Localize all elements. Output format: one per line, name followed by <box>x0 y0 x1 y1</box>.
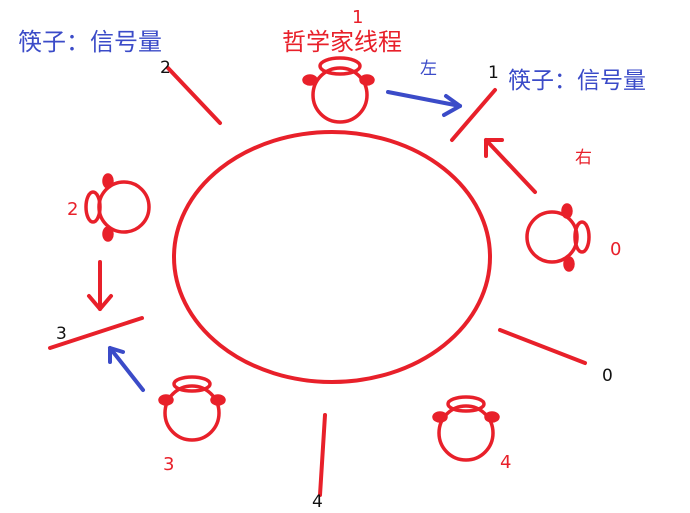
philosopher-1-ear-right <box>359 74 375 86</box>
philosopher-1 <box>302 56 375 124</box>
chopstick-4 <box>318 413 327 497</box>
chopstick-0 <box>498 328 587 365</box>
philosopher-3-bowl <box>172 375 212 393</box>
chopsticks <box>48 66 587 497</box>
chopstick-semaphore-label-right: 筷子：信号量 <box>508 68 646 94</box>
philosopher-4-head <box>437 404 495 462</box>
chopstick-label-2: 2 <box>160 58 171 78</box>
philosopher-3-head <box>163 384 221 442</box>
arrows <box>87 90 537 392</box>
chopstick-1 <box>450 88 497 142</box>
philosopher-label-2: 2 <box>67 199 78 220</box>
arrow-left-blue <box>386 90 462 117</box>
chopstick-label-1: 1 <box>488 63 499 83</box>
philosopher-label-1: 1 <box>352 7 363 28</box>
chopstick-3 <box>48 316 144 350</box>
chopstick-2 <box>166 66 222 125</box>
chopstick-label-4: 4 <box>312 492 323 512</box>
chopstick-label-0: 0 <box>602 366 613 386</box>
philosopher-4-bowl <box>446 395 486 413</box>
philosopher-label-3: 3 <box>163 454 174 475</box>
philosopher-1-head <box>311 66 369 124</box>
philosopher-0-ear-top <box>561 203 573 219</box>
philosopher-2-ear-bottom <box>102 226 114 242</box>
philosopher-label-4: 4 <box>500 452 511 473</box>
philosopher-thread-label: 哲学家线程 <box>282 28 402 56</box>
philosopher-0-bowl <box>573 220 591 254</box>
chopstick-label-3: 3 <box>56 324 67 344</box>
chopstick-semaphore-label-left: 筷子：信号量 <box>18 28 162 56</box>
philosopher-3 <box>158 375 226 442</box>
philosopher-0-ear-bottom <box>563 256 575 272</box>
philosopher-4-ear-right <box>484 411 500 423</box>
arrow-up-blue <box>108 346 145 392</box>
philosopher-2-head <box>97 180 151 234</box>
philosopher-0 <box>525 203 591 272</box>
dining-table <box>172 130 492 384</box>
arrow-right-red <box>484 138 537 194</box>
philosopher-1-bowl <box>318 56 362 76</box>
left-direction-label: 左 <box>420 59 437 79</box>
philosopher-label-0: 0 <box>610 239 621 260</box>
philosopher-2 <box>84 173 151 242</box>
right-direction-label: 右 <box>575 148 592 168</box>
philosopher-3-ear-right <box>210 394 226 406</box>
philosopher-3-ear-left <box>158 394 174 406</box>
philosopher-0-head <box>525 210 579 264</box>
arrow-down-red <box>87 260 113 311</box>
philosopher-2-bowl <box>84 190 102 224</box>
philosopher-1-ear-left <box>302 74 318 86</box>
philosopher-4-ear-left <box>432 411 448 423</box>
philosopher-2-ear-top <box>102 173 114 189</box>
philosopher-4 <box>432 395 500 462</box>
